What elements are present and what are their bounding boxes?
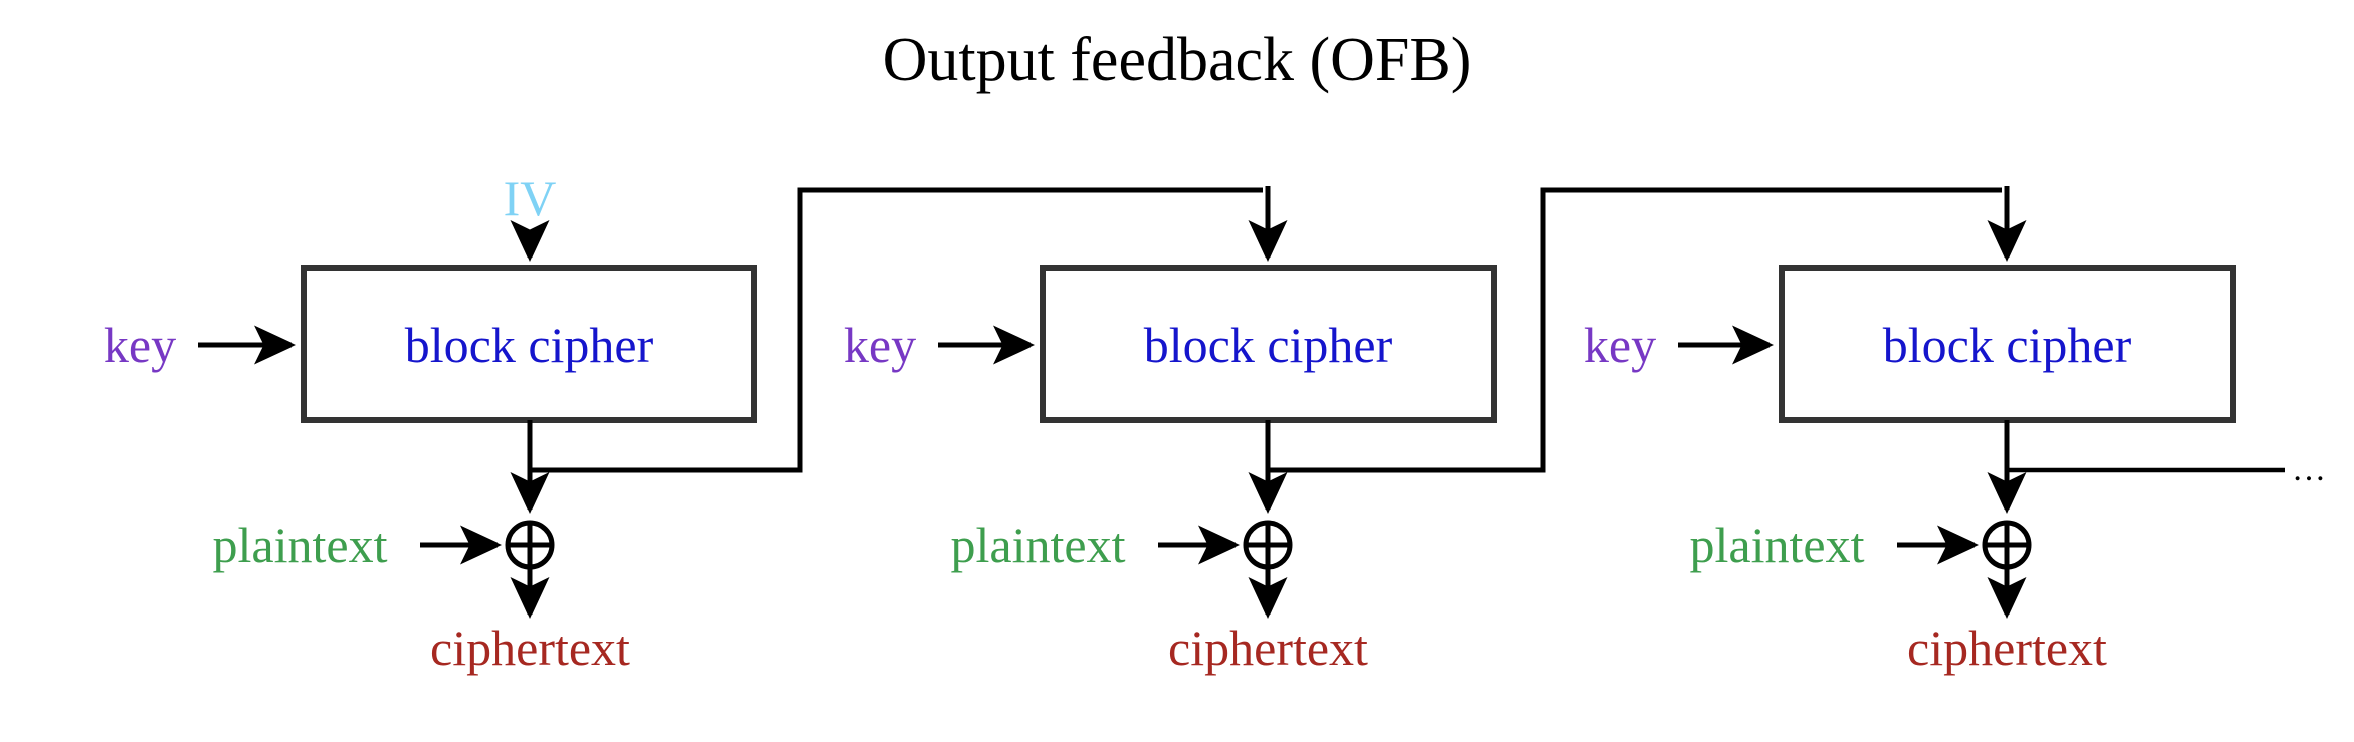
stage-2: key block cipher plaintext ciphertext: [844, 186, 2027, 676]
page-title: Output feedback (OFB): [883, 26, 1472, 94]
block-cipher-label-1: block cipher: [405, 317, 654, 373]
ciphertext-label-1: ciphertext: [430, 620, 630, 676]
ciphertext-label-2: ciphertext: [1168, 620, 1368, 676]
plaintext-label-1: plaintext: [213, 517, 388, 573]
block-cipher-label-3: block cipher: [1883, 317, 2132, 373]
plaintext-label-2: plaintext: [951, 517, 1126, 573]
stage-3: key block cipher … plaintext ciphertext: [1584, 265, 2327, 676]
stage-1: IV key block cipher plaintext: [104, 170, 1288, 676]
key-label-2: key: [844, 317, 916, 373]
xor-gate-2: [1243, 520, 1293, 570]
xor-gate-1: [505, 520, 555, 570]
block-cipher-label-2: block cipher: [1144, 317, 1393, 373]
key-label-1: key: [104, 317, 176, 373]
iv-label-1: IV: [504, 170, 557, 226]
feedback-path-2: [1268, 187, 2002, 473]
ciphertext-label-3: ciphertext: [1907, 620, 2107, 676]
xor-gate-3: [1982, 520, 2032, 570]
plaintext-label-3: plaintext: [1690, 517, 1865, 573]
feedback-path-1: [530, 187, 1263, 473]
block-cipher-box-1[interactable]: [301, 265, 757, 423]
block-cipher-box-3[interactable]: [1779, 265, 2236, 423]
key-label-3: key: [1584, 317, 1656, 373]
continuation-ellipsis: …: [2292, 451, 2327, 488]
